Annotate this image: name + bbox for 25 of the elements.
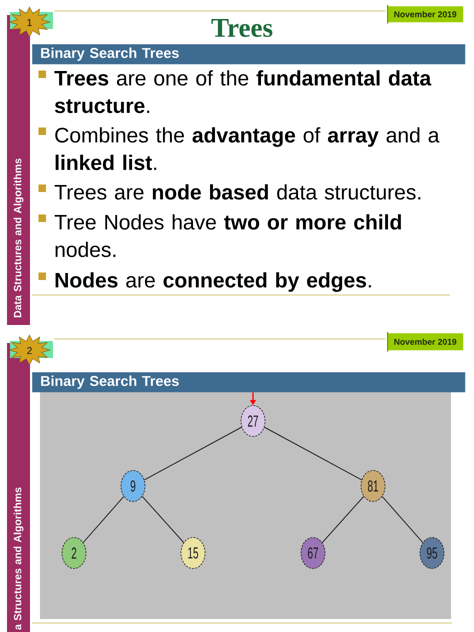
date-tag: November 2019 (387, 5, 464, 24)
connector-line (264, 426, 362, 480)
bullet-text: Nodes are connected by edges. (56, 272, 371, 292)
connector-line (144, 426, 242, 480)
connector-line (322, 496, 364, 544)
bullet-text: Tree Nodes have two or more child nodes. (54, 214, 401, 258)
slide-number-badge: 2 (8, 334, 53, 366)
slide-title: Trees (211, 19, 272, 37)
bullet-text: Combines the advantage of array and a linked list. (55, 127, 440, 170)
connector-line (142, 496, 184, 544)
connector-line (82, 496, 124, 543)
tree-node: 67 (300, 537, 326, 569)
tree-node: 81 (360, 470, 386, 502)
tree-node: 9 (120, 470, 146, 502)
tree-node: 2 (62, 537, 86, 569)
section-header: Binary Search Trees (32, 372, 466, 392)
tree-node: 95 (420, 537, 444, 569)
connector-line (382, 496, 424, 543)
tree-node: 15 (180, 537, 206, 569)
section-header: Binary Search Trees (32, 44, 466, 64)
bullet-text: Trees are one of the fundamental data structure. (54, 70, 432, 114)
tree-node: 27 (240, 405, 266, 437)
date-tag: November 2019 (387, 332, 464, 352)
bullet-text: Trees are node based data structures. (54, 184, 420, 200)
slide-number-badge: 1 (8, 6, 53, 38)
